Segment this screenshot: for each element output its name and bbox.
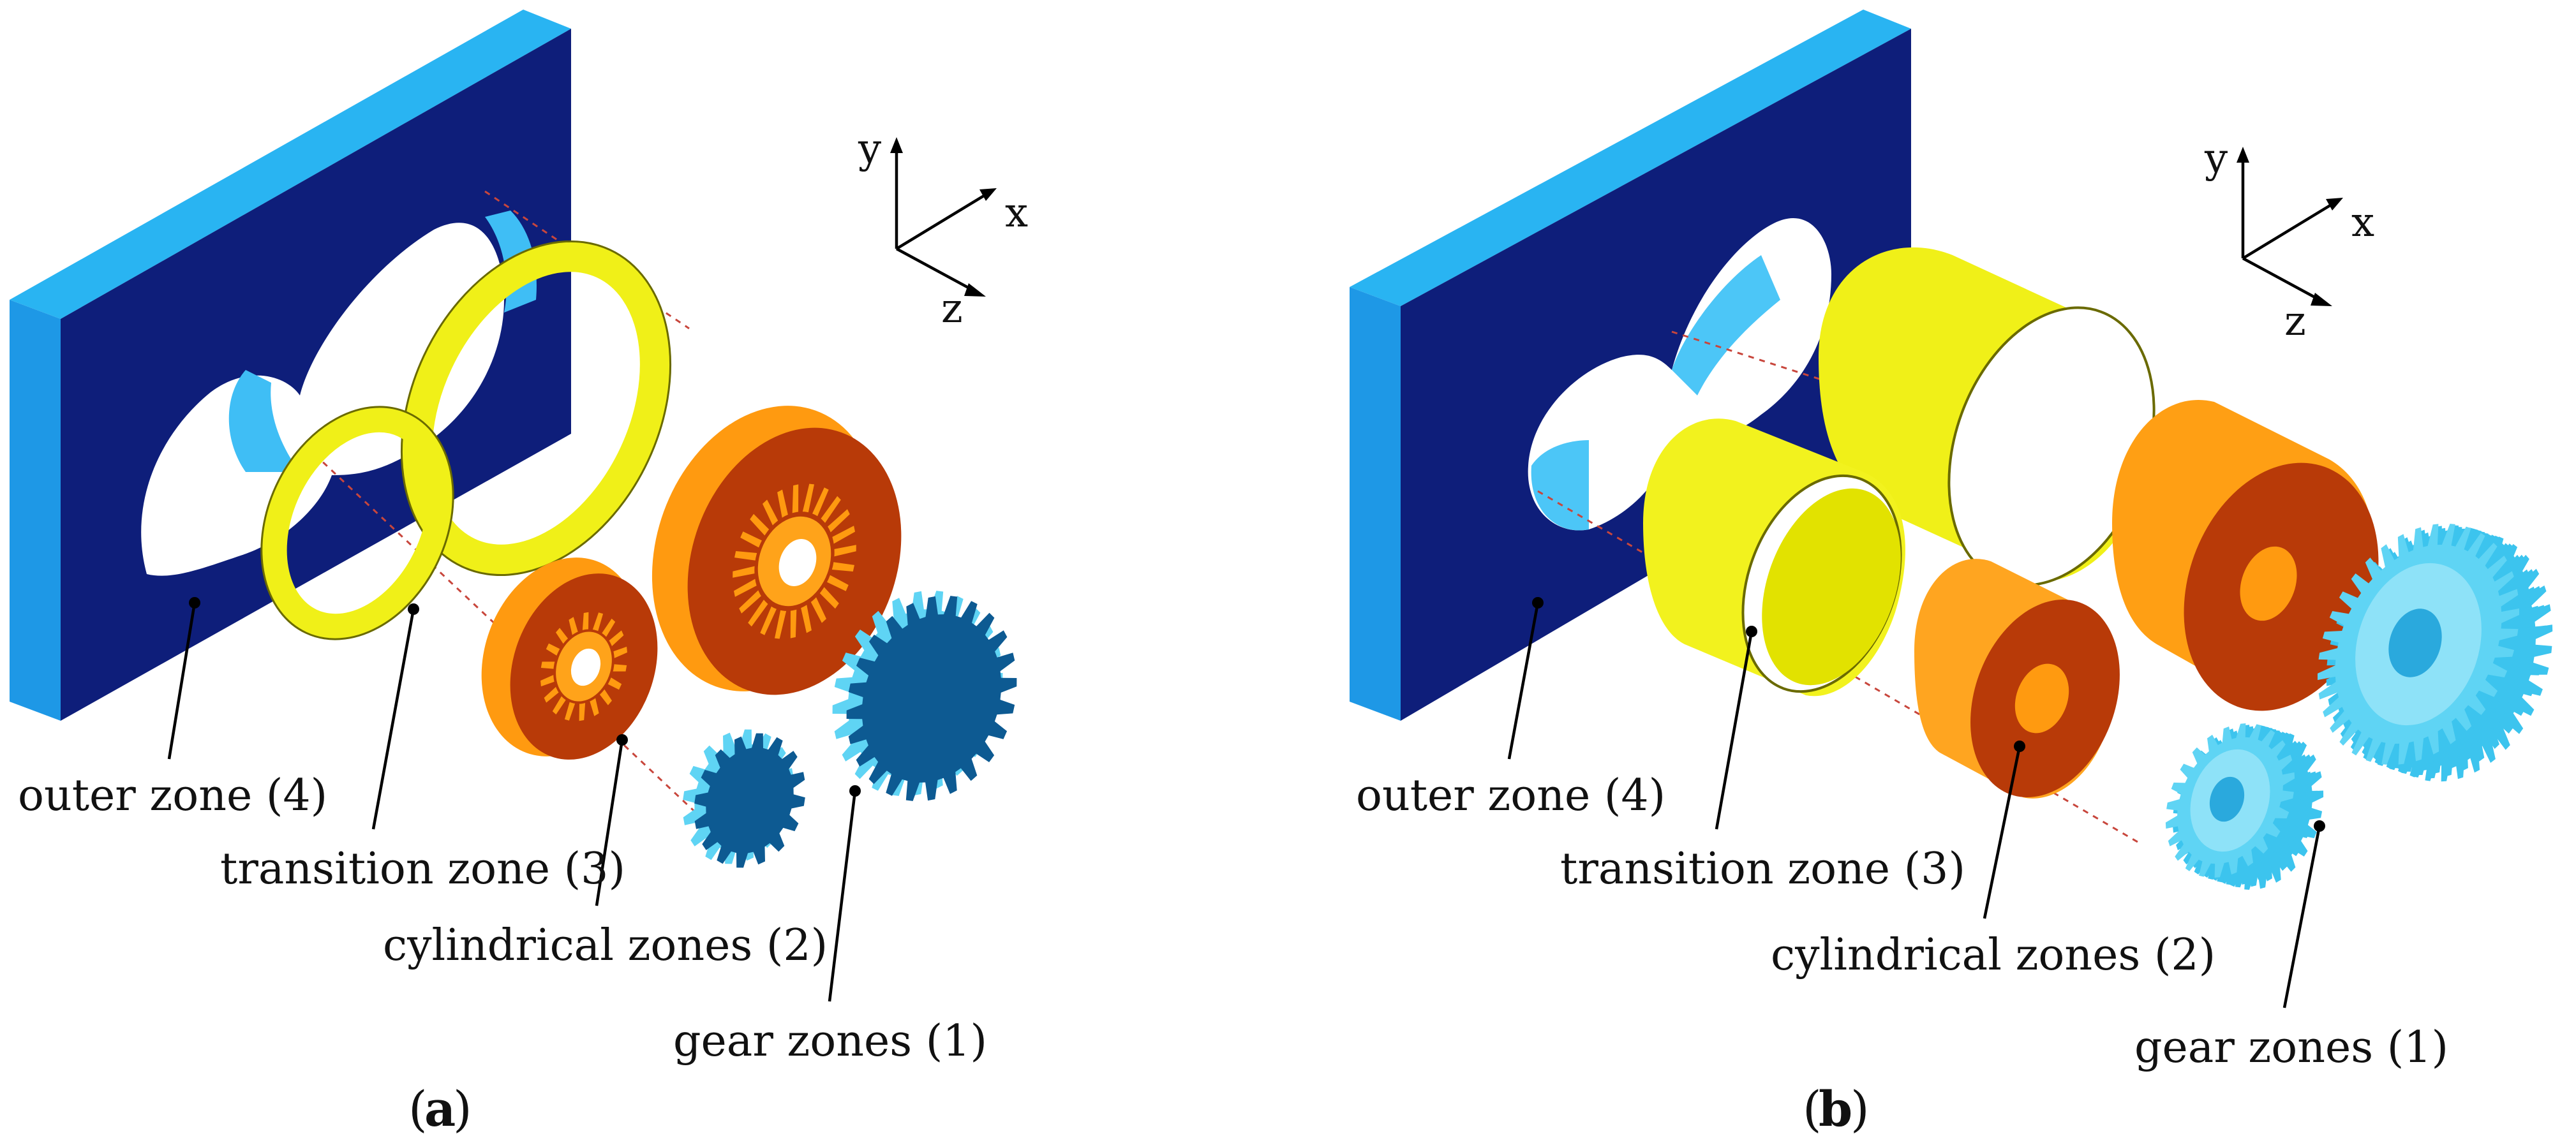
- caption-a: ( a ): [408, 1081, 472, 1136]
- leaders-b: [1507, 597, 2325, 1008]
- caption-a-letter: a: [424, 1081, 456, 1136]
- z-arrowhead: [2311, 293, 2332, 306]
- helical-gear-small-bore: [2209, 776, 2245, 822]
- caption-a-close: ): [453, 1081, 472, 1136]
- gear-small: [683, 729, 805, 868]
- outer-block-top: [10, 10, 571, 319]
- gear-zones-b: [2165, 524, 2553, 890]
- outer-block-side: [1350, 287, 1401, 721]
- panel-b: y x z outer zone (4) transition zone (3)…: [1350, 10, 2553, 1136]
- leaders-a: [167, 597, 861, 1002]
- axis-y-label: y: [2204, 135, 2228, 182]
- y-arrowhead: [2237, 147, 2249, 163]
- label-cylindrical-zones-b: cylindrical zones (2): [1771, 930, 2215, 980]
- caption-b-open: (: [1803, 1081, 1822, 1136]
- gear-zones-a: [683, 591, 1017, 868]
- axis-z-label: z: [941, 285, 963, 332]
- outer-zone-block-a: [10, 10, 735, 850]
- gear-large: [832, 591, 1017, 801]
- transition-ring-small-edge: [260, 406, 454, 640]
- caption-b-letter: b: [1819, 1081, 1852, 1136]
- label-gear-zones-a: gear zones (1): [673, 1016, 987, 1066]
- label-transition-zone-a: transition zone (3): [220, 844, 625, 894]
- gear-large-face: [846, 596, 1017, 801]
- y-arrowhead: [890, 137, 903, 153]
- axis-triad-b: y x z: [2204, 135, 2374, 345]
- transition-ring-large-edge: [400, 240, 672, 577]
- panel-a: y x z outer zone (4) transition zone (3)…: [10, 10, 1028, 1136]
- outer-block-side: [10, 300, 61, 721]
- cylinder-small-bore: [2014, 663, 2069, 734]
- transition-ring-large: [401, 241, 671, 575]
- transition-cyl-small-inner: [1762, 488, 1901, 686]
- axis-x-label: x: [2351, 199, 2374, 246]
- outer-block-opening-wall: [1531, 440, 1589, 531]
- transition-zone-b: [1643, 247, 2155, 697]
- axis-y-label: y: [858, 126, 881, 173]
- outer-block-top: [1350, 10, 1911, 306]
- transition-ring-small: [261, 406, 454, 640]
- caption-a-open: (: [408, 1081, 428, 1136]
- helical-gear-small: [2165, 723, 2324, 890]
- outer-block-opening-wall-2: [1672, 255, 1780, 395]
- x-arrowhead: [2326, 198, 2343, 210]
- transition-zone-a: [260, 240, 672, 640]
- caption-b: ( b ): [1803, 1081, 1870, 1136]
- outer-block-opening: [141, 223, 504, 576]
- cylinder-small-bore: [570, 648, 601, 686]
- cylindrical-zones-a: [481, 406, 902, 760]
- z-arrowhead: [964, 283, 986, 297]
- axis-z-label: z: [2284, 298, 2306, 345]
- label-outer-zone-a: outer zone (4): [18, 771, 327, 821]
- cylindrical-zones-b: [1914, 399, 2379, 799]
- label-cylindrical-zones-a: cylindrical zones (2): [383, 920, 828, 971]
- label-outer-zone-b: outer zone (4): [1356, 771, 1665, 821]
- caption-b-close: ): [1850, 1081, 1870, 1136]
- gear-small-face: [694, 733, 805, 868]
- helical-gear-large-bore: [2388, 609, 2442, 677]
- x-arrowhead: [979, 188, 997, 201]
- cylinder-large-bore: [2240, 546, 2297, 621]
- outer-block-opening-wall: [228, 370, 300, 472]
- cylinder-large-bore: [778, 539, 817, 586]
- label-transition-zone-b: transition zone (3): [1560, 844, 1965, 894]
- axis-x-label: x: [1005, 189, 1028, 237]
- axis-triad-a: y x z: [858, 126, 1028, 332]
- helical-gear-large: [2318, 524, 2553, 782]
- label-gear-zones-b: gear zones (1): [2134, 1022, 2448, 1073]
